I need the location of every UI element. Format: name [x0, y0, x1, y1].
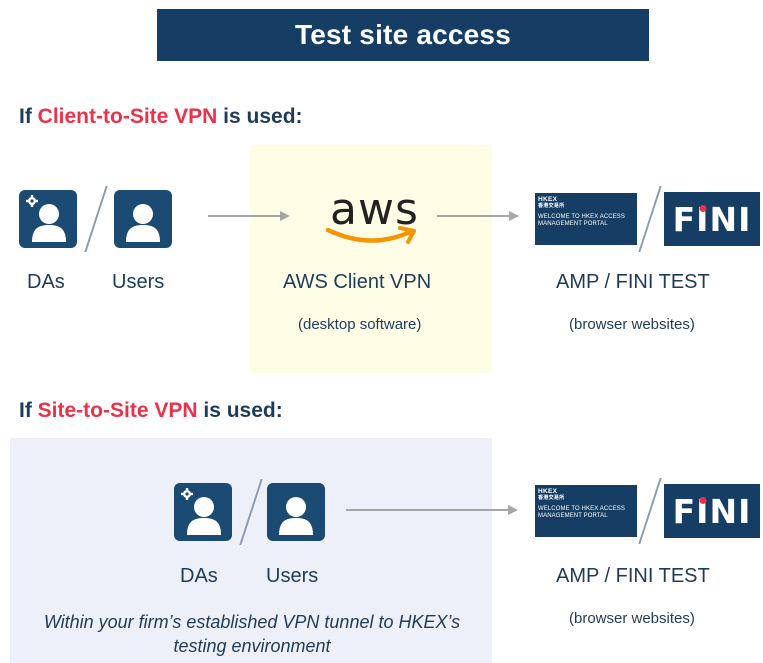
fini-logo-ni: NI: [709, 199, 752, 239]
section2-heading: If Site-to-Site VPN is used:: [19, 399, 283, 423]
amp-brand-sub: 香港交易所: [538, 203, 565, 209]
fini-logo-ni: NI: [709, 491, 752, 531]
amp-logo: HKEX 香港交易所 WELCOME TO HKEX ACCESS MANAGE…: [535, 193, 637, 245]
fini-logo-i-letter: I: [696, 491, 710, 531]
section1-target-label: AMP / FINI TEST: [556, 271, 710, 293]
aws-logo-text: aws: [330, 184, 419, 235]
section1-das-label: DAs: [27, 271, 65, 293]
fini-logo-f: F: [672, 199, 697, 239]
fini-logo-f: F: [672, 491, 697, 531]
arrow-right-icon: [437, 209, 519, 228]
aws-logo: aws: [325, 184, 419, 244]
section2-heading-prefix: If: [19, 399, 38, 422]
fini-logo-i: I: [696, 200, 709, 239]
separator-slash: [638, 186, 662, 252]
section2-das-label: DAs: [180, 565, 218, 587]
amp-brand: HKEX: [538, 488, 558, 495]
aws-vpn-panel: [250, 145, 492, 373]
arrow-right-icon: [346, 503, 518, 522]
fini-logo-i: I: [696, 492, 709, 531]
vpn-tunnel-note: Within your firm’s established VPN tunne…: [43, 612, 461, 656]
aws-vpn-sub: (desktop software): [298, 316, 422, 333]
user-icon: [267, 483, 325, 541]
section1-users-label: Users: [112, 271, 165, 293]
section2-heading-suffix: is used:: [197, 399, 283, 422]
section1-target-sub: (browser websites): [569, 316, 695, 333]
aws-smile-icon: [325, 226, 416, 244]
section1-heading: If Client-to-Site VPN is used:: [19, 105, 303, 129]
arrow-right-icon: [208, 209, 290, 228]
section2-heading-highlight: Site-to-Site VPN: [37, 399, 198, 422]
section2-target-sub: (browser websites): [569, 610, 695, 627]
da-gear-icon: [19, 190, 77, 248]
page-title: Test site access: [157, 9, 649, 61]
section1-heading-highlight: Client-to-Site VPN: [37, 105, 218, 128]
amp-brand: HKEX: [538, 196, 558, 203]
section1-heading-suffix: is used:: [217, 105, 303, 128]
vpn-tunnel-panel: [10, 438, 492, 663]
section2-target-label: AMP / FINI TEST: [556, 565, 710, 587]
amp-logo: HKEX 香港交易所 WELCOME TO HKEX ACCESS MANAGE…: [535, 485, 637, 537]
aws-vpn-label: AWS Client VPN: [283, 271, 432, 293]
amp-brand-sub: 香港交易所: [538, 495, 565, 501]
separator-slash: [638, 478, 662, 544]
da-gear-icon: [174, 483, 232, 541]
section1-heading-prefix: If: [19, 105, 38, 128]
fini-logo-i-letter: I: [696, 199, 710, 239]
user-icon: [114, 190, 172, 248]
amp-welcome-text: WELCOME TO HKEX ACCESS MANAGEMENT PORTAL: [538, 214, 625, 227]
separator-slash: [84, 186, 108, 252]
section2-users-label: Users: [266, 565, 319, 587]
amp-welcome-text: WELCOME TO HKEX ACCESS MANAGEMENT PORTAL: [538, 506, 625, 519]
